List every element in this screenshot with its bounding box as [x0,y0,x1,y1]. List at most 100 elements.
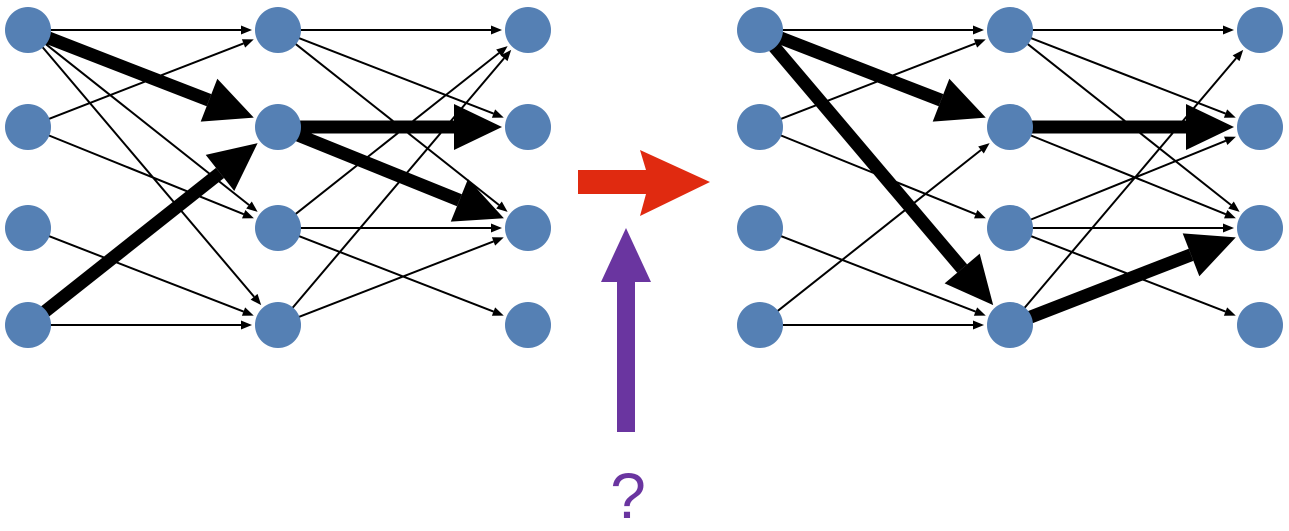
right-thin-edge-head [1223,25,1234,35]
left-thin-edge [297,234,504,316]
right-thin-edge-shaft [1029,133,1227,216]
left-thin-edge-head [496,46,508,57]
right-thin-edge-shaft [1029,139,1227,222]
right-thin-edge-head [974,209,986,219]
right-node [737,104,783,150]
left-node [5,205,51,251]
right-thin-edge [1022,49,1244,310]
right-node [1237,302,1283,348]
left-thin-edge-shaft [293,52,500,216]
left-thin-edge-head [242,209,254,219]
left-thin-edge-head [241,25,252,35]
left-node [5,104,51,150]
left-node [255,7,301,53]
right-node [987,104,1033,150]
right-thin-edge-head [1224,209,1236,219]
right-thin-edge-head [1232,49,1244,62]
right-thin-edge [1029,36,1236,118]
right-thin-edge-head [973,39,986,48]
right-thin-edge-head [1223,109,1236,118]
left-thin-edge-head [241,320,252,330]
left-thick-edge-shaft [40,167,225,318]
right-thin-edge-shaft [1022,57,1237,310]
right-node [987,7,1033,53]
right-node [1237,104,1283,150]
right-node [1237,205,1283,251]
right-thick-edge [777,31,986,122]
right-thin-edge-head [1228,201,1240,212]
right-thin-edge-head [1223,307,1236,316]
left-thin-edge-shaft [297,240,494,319]
left-thin-edge-head [491,237,504,246]
left-thin-edge [299,25,502,35]
left-thin-edge [290,49,512,310]
left-thin-edge-head [250,293,262,306]
left-thin-edge-head [491,109,504,118]
right-network [737,7,1283,348]
left-thin-edge-head [496,201,508,212]
left-thin-edge [43,42,258,212]
right-thick-edge-head [1182,233,1236,277]
left-thin-edge-shaft [290,57,505,310]
left-thin-edge [40,45,262,306]
left-node [255,104,301,150]
left-node [5,7,51,53]
right-thin-edge [781,25,984,35]
left-node [505,7,551,53]
right-thick-edge-shaft [777,31,944,107]
left-thin-edge-head [241,39,254,48]
right-thick-edge-head [932,78,986,122]
left-thin-edge-shaft [47,133,245,216]
left-thin-edge [47,234,254,316]
right-thick-edge [1027,233,1236,324]
left-thin-edge-head [491,307,504,316]
left-thin-edge-head [246,201,258,212]
right-node [737,7,783,53]
right-thin-edge-head [973,25,984,35]
left-thick-edge-shaft [295,128,462,207]
left-thick-edge-head [205,143,258,191]
right-thin-edge [1031,223,1234,233]
right-thin-edge-head [1223,223,1234,233]
right-thick-edge-shaft [768,41,968,273]
left-thin-edge [297,36,504,118]
left-thick-edge-head [200,78,254,122]
right-thick-edge-head [1186,104,1234,150]
left-thick-edge-head [450,178,504,222]
right-node [987,302,1033,348]
left-network [5,7,551,348]
right-thick-edge-head [944,253,994,306]
left-thick-edge-shaft [45,31,212,107]
transform-arrow-shape [578,150,710,216]
left-thick-edge [295,128,504,222]
right-thick-edge [768,41,994,306]
right-thin-edge-head [973,307,986,316]
left-thin-edge [49,320,252,330]
left-node [505,302,551,348]
right-thin-edge-shaft [779,234,976,313]
left-thin-edge-shaft [297,234,494,313]
right-node [987,205,1033,251]
right-thin-edge [1029,133,1236,219]
right-thin-edge [775,143,990,313]
question-mark-label: ? [610,460,646,531]
left-thin-edge-head [491,25,502,35]
question-arrow [601,228,651,432]
transform-arrow [578,150,710,216]
left-thin-edge [49,25,252,35]
left-thin-edge [293,46,508,216]
left-thick-edge [40,143,258,318]
right-thin-edge-shaft [775,149,982,313]
left-node [5,302,51,348]
right-network-nodes [737,7,1283,348]
question-arrow-shape [601,228,651,432]
left-thin-edge [297,237,504,319]
left-thin-edge-head [500,49,512,62]
left-thin-edge-head [241,307,254,316]
left-thin-edge-shaft [40,45,255,298]
left-thin-edge-shaft [297,36,494,115]
left-network-nodes [5,7,551,348]
left-thin-edge [299,223,502,233]
left-thick-edge [299,104,502,150]
